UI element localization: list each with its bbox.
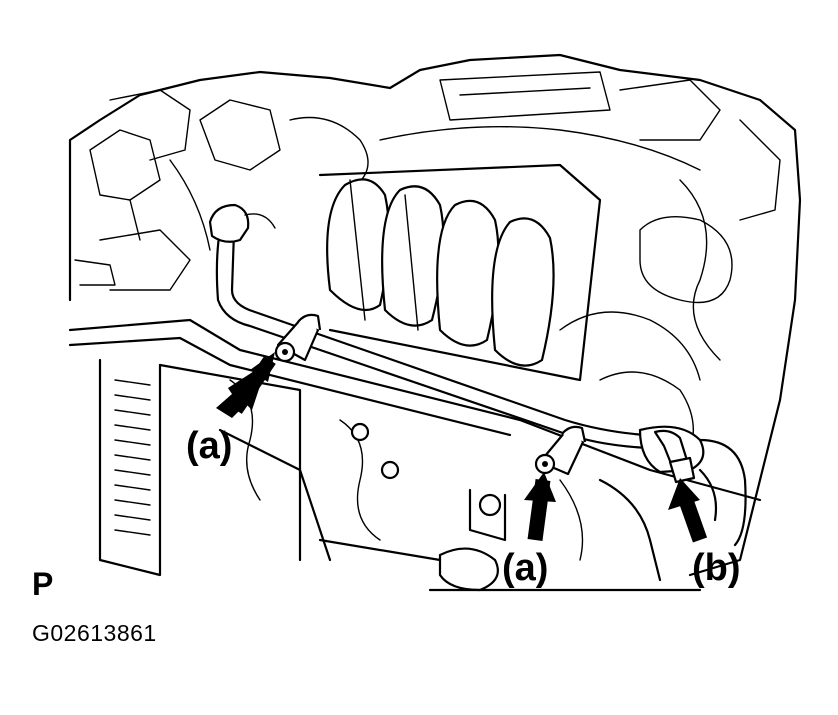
view-indicator: P	[32, 566, 54, 602]
callout-clamp: (b)	[692, 547, 741, 589]
pipe-bracket-left	[274, 313, 322, 363]
radiator	[68, 318, 762, 592]
hose-clamp	[653, 429, 696, 484]
arrow-bolt-right	[524, 472, 556, 541]
intake-manifold	[318, 163, 602, 382]
engine-background	[68, 53, 802, 577]
callout-bolt-left: (a)	[186, 425, 232, 467]
arrow-clamp	[668, 478, 708, 543]
arrow-bolt-left	[216, 352, 276, 418]
figure-code: G02613861	[32, 620, 157, 646]
callout-bolt-right: (a)	[502, 547, 548, 589]
pipe-bracket-right	[534, 425, 587, 476]
